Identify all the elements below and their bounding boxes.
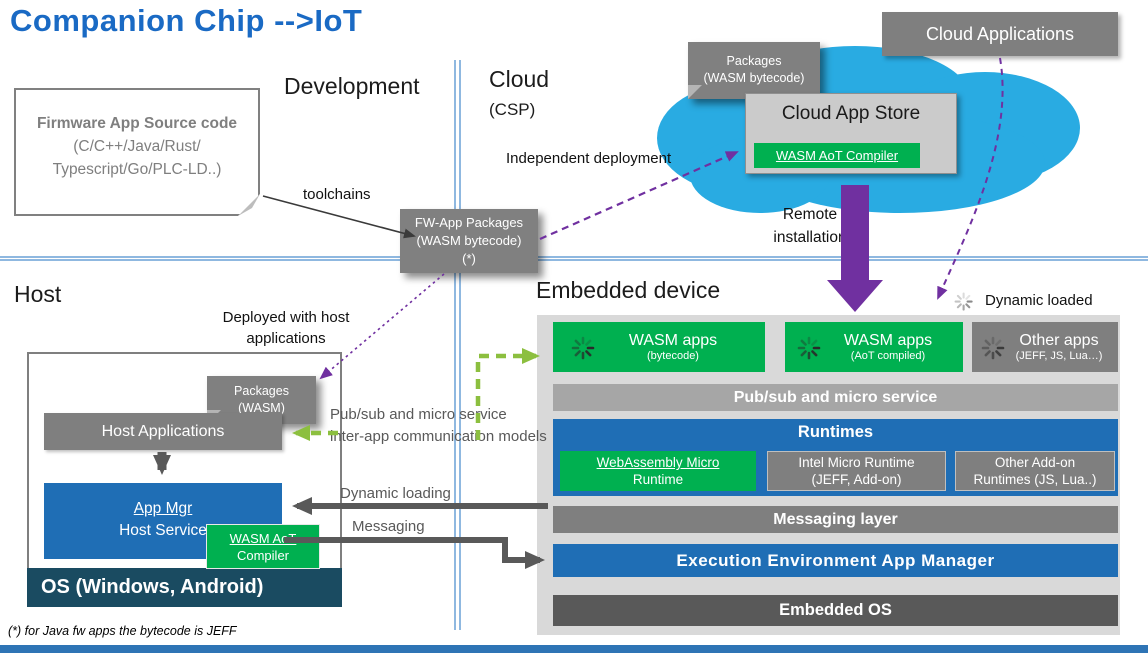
runtime-line1: Other Add-on bbox=[994, 455, 1076, 470]
cloud-applications-label: Cloud Applications bbox=[925, 23, 1075, 44]
host-wasm-aot-compiler-box: WASM AoT Compiler bbox=[206, 524, 320, 569]
app-subtitle: (JEFF, JS, Lua…) bbox=[1015, 350, 1103, 362]
horizontal-divider bbox=[0, 256, 1148, 261]
footnote: (*) for Java fw apps the bytecode is JEF… bbox=[8, 624, 237, 638]
firmware-line3: Typescript/Go/PLC-LD..) bbox=[52, 161, 222, 178]
cloud-applications-box: Cloud Applications bbox=[882, 12, 1118, 56]
section-label-cloud-sub: (CSP) bbox=[489, 100, 536, 119]
fw-packages-line2: (WASM bytecode) bbox=[416, 233, 522, 248]
label-messaging: Messaging bbox=[352, 518, 425, 535]
cloud-app-store-box: Cloud App Store WASM AoT Compiler bbox=[745, 93, 957, 174]
host-applications-label: Host Applications bbox=[101, 422, 225, 440]
firmware-line2: (C/C++/Java/Rust/ bbox=[73, 138, 201, 155]
cloud-packages-line1: Packages bbox=[726, 54, 782, 68]
folded-corner-icon bbox=[688, 85, 702, 99]
runtime-line1: WebAssembly Micro bbox=[596, 455, 720, 470]
section-label-development: Development bbox=[284, 73, 420, 99]
app-title: WASM apps bbox=[628, 332, 718, 349]
host-packages-line2: (WASM) bbox=[238, 401, 285, 415]
execution-env-bar: Execution Environment App Manager bbox=[553, 544, 1118, 577]
app-title: WASM apps bbox=[843, 332, 933, 349]
label-dynamic-loading: Dynamic loading bbox=[340, 485, 451, 502]
pubsub-models-line1: Pub/sub and micro service bbox=[330, 406, 507, 423]
app-subtitle: (AoT compiled) bbox=[850, 350, 926, 362]
messaging-layer-bar: Messaging layer bbox=[553, 506, 1118, 533]
app-mgr-line1: App Mgr bbox=[133, 500, 193, 517]
runtime-line2: Runtimes (JS, Lua..) bbox=[973, 472, 1097, 487]
runtime-wamr-box: WebAssembly Micro Runtime bbox=[560, 451, 756, 491]
fw-packages-line1: FW-App Packages bbox=[414, 215, 524, 230]
runtimes-title: Runtimes bbox=[797, 423, 874, 441]
host-os-bar: OS (Windows, Android) bbox=[27, 568, 342, 607]
fw-packages-line3: (*) bbox=[462, 251, 476, 266]
host-applications-box: Host Applications bbox=[44, 413, 282, 450]
label-remote-line2: installation bbox=[773, 229, 847, 246]
firmware-title: Firmware App Source code bbox=[36, 115, 238, 132]
section-label-cloud: Cloud bbox=[489, 66, 550, 92]
wasm-apps-bytecode-box: WASM apps (bytecode) bbox=[553, 322, 765, 372]
pubsub-models-line2: inter-app communication models bbox=[330, 428, 547, 445]
app-subtitle: (bytecode) bbox=[647, 350, 699, 362]
app-mgr-line2: Host Service bbox=[119, 522, 207, 539]
wasm-apps-aot-box: WASM apps (AoT compiled) bbox=[785, 322, 963, 372]
label-remote-line1: Remote bbox=[782, 206, 838, 223]
runtime-line1: Intel Micro Runtime bbox=[798, 455, 915, 470]
firmware-source-box: Firmware App Source code (C/C++/Java/Rus… bbox=[14, 88, 260, 216]
runtime-intel-box: Intel Micro Runtime (JEFF, Add-on) bbox=[767, 451, 946, 491]
deployed-line1: Deployed with host bbox=[222, 309, 350, 326]
other-apps-box: Other apps (JEFF, JS, Lua…) bbox=[972, 322, 1118, 372]
host-compiler-line2: Compiler bbox=[236, 547, 289, 563]
label-remote-installation: Remote installation bbox=[757, 203, 863, 249]
cloud-packages-tag: Packages (WASM bytecode) bbox=[688, 42, 820, 99]
page-title: Companion Chip -->IoT bbox=[10, 3, 363, 38]
label-toolchains: toolchains bbox=[303, 186, 371, 203]
vertical-divider bbox=[454, 60, 461, 630]
fw-packages-box: FW-App Packages (WASM bytecode) (*) bbox=[400, 209, 538, 273]
runtimes-panel: Runtimes WebAssembly Micro Runtime Intel… bbox=[553, 419, 1118, 496]
label-deployed-with-host: Deployed with host applications bbox=[210, 307, 362, 349]
section-label-host: Host bbox=[14, 281, 62, 307]
label-independent-deployment: Independent deployment bbox=[506, 150, 672, 167]
bottom-accent-bar bbox=[0, 645, 1148, 653]
cloud-app-store-title: Cloud App Store bbox=[781, 103, 921, 124]
cloud-packages-line2: (WASM bytecode) bbox=[703, 71, 805, 85]
app-title: Other apps bbox=[1019, 332, 1099, 349]
folded-corner-icon bbox=[238, 194, 260, 216]
label-dynamic-loaded: Dynamic loaded bbox=[985, 292, 1093, 309]
cloud-wasm-aot-compiler-box: WASM AoT Compiler bbox=[754, 143, 920, 168]
pubsub-bar: Pub/sub and micro service bbox=[553, 384, 1118, 411]
host-compiler-line1: WASM AoT bbox=[229, 530, 297, 546]
section-label-embedded: Embedded device bbox=[536, 277, 721, 303]
runtime-line2: (JEFF, Add-on) bbox=[811, 472, 902, 487]
label-pubsub-models: Pub/sub and micro service inter-app comm… bbox=[330, 404, 547, 448]
runtime-line2: Runtime bbox=[632, 472, 684, 487]
runtime-other-box: Other Add-on Runtimes (JS, Lua..) bbox=[955, 451, 1115, 491]
embedded-os-bar: Embedded OS bbox=[553, 595, 1118, 626]
deployed-line2: applications bbox=[246, 330, 326, 347]
host-packages-line1: Packages bbox=[234, 384, 289, 398]
